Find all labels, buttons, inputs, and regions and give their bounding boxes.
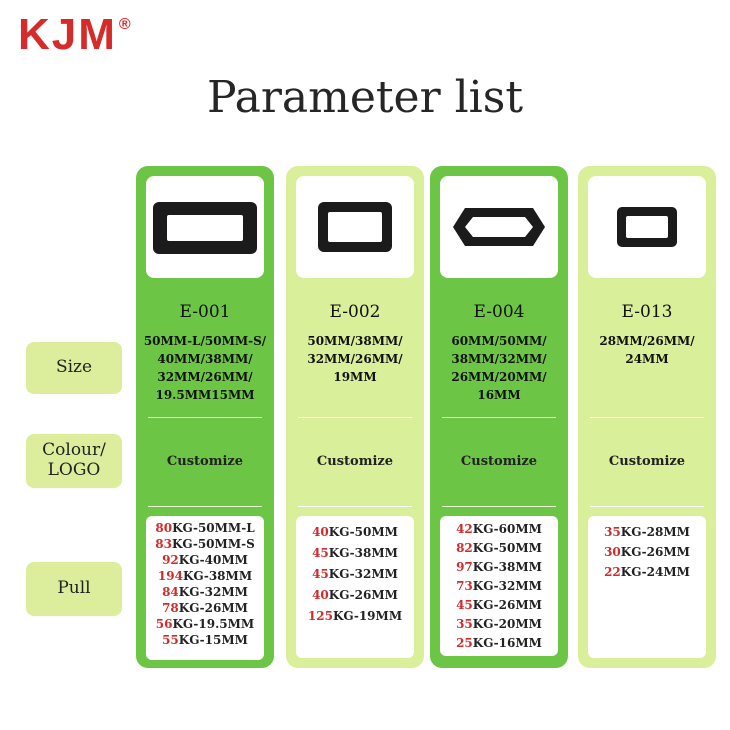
- pull-list: 40KG-50MM 45KG-38MM 45KG-32MM 40KG-26MM …: [296, 516, 414, 658]
- product-code: E-013: [621, 302, 673, 322]
- pull-row: 194KG-38MM: [157, 569, 253, 583]
- product-column-e002: E-002 50MM/38MM/ 32MM/26MM/ 19MM Customi…: [286, 166, 424, 668]
- pull-row: 22KG-24MM: [604, 565, 690, 579]
- pull-list: 42KG-60MM 82KG-50MM 97KG-38MM 73KG-32MM …: [440, 516, 558, 656]
- product-sizes: 28MM/26MM/ 24MM: [599, 334, 695, 366]
- product-image: [588, 176, 706, 278]
- colour-logo-value: Customize: [316, 454, 394, 469]
- divider: [442, 506, 556, 507]
- product-sizes: 60MM/50MM/ 38MM/32MM/ 26MM/20MM/ 16MM: [451, 334, 547, 402]
- pull-row: 56KG-19.5MM: [155, 617, 255, 631]
- pull-row: 78KG-26MM: [162, 601, 248, 615]
- pull-row: 40KG-26MM: [312, 588, 398, 602]
- divider: [590, 417, 704, 418]
- row-label-pull: Pull: [26, 562, 122, 616]
- row-label-colour-logo: Colour/ LOGO: [26, 434, 122, 488]
- product-code: E-002: [329, 302, 381, 322]
- product-code: E-004: [473, 302, 525, 322]
- buckle-icon: [453, 208, 545, 246]
- product-sizes: 50MM/38MM/ 32MM/26MM/ 19MM: [307, 334, 403, 384]
- buckle-icon: [617, 207, 677, 247]
- registered-mark: ®: [118, 16, 133, 34]
- product-image: [146, 176, 264, 278]
- pull-row: 35KG-28MM: [604, 525, 690, 539]
- pull-row: 42KG-60MM: [456, 522, 542, 536]
- product-column-e013: E-013 28MM/26MM/ 24MM Customize 35KG-28M…: [578, 166, 716, 668]
- divider: [298, 506, 412, 507]
- page-title: Parameter list: [206, 72, 524, 123]
- pull-row: 30KG-26MM: [604, 545, 690, 559]
- pull-list: 35KG-28MM 30KG-26MM 22KG-24MM: [588, 516, 706, 658]
- pull-row: 125KG-19MM: [307, 609, 403, 623]
- product-image: [440, 176, 558, 278]
- pull-row: 97KG-38MM: [456, 560, 542, 574]
- pull-row: 35KG-20MM: [456, 617, 542, 631]
- divider: [590, 506, 704, 507]
- pull-row: 84KG-32MM: [162, 585, 248, 599]
- divider: [442, 417, 556, 418]
- product-code: E-001: [179, 302, 231, 322]
- pull-row: 80KG-50MM-L: [155, 521, 255, 535]
- pull-row: 40KG-50MM: [312, 525, 398, 539]
- buckle-icon: [318, 202, 392, 252]
- pull-row: 45KG-38MM: [312, 546, 398, 560]
- pull-row: 83KG-50MM-S: [155, 537, 255, 551]
- pull-row: 73KG-32MM: [456, 579, 542, 593]
- brand-name: KJM: [18, 10, 117, 59]
- pull-list: 80KG-50MM-L 83KG-50MM-S 92KG-40MM 194KG-…: [146, 516, 264, 660]
- divider: [148, 417, 262, 418]
- colour-logo-value: Customize: [460, 454, 538, 469]
- divider: [298, 417, 412, 418]
- pull-row: 25KG-16MM: [456, 636, 542, 650]
- pull-row: 45KG-32MM: [312, 567, 398, 581]
- buckle-icon: [153, 202, 257, 254]
- row-label-size: Size: [26, 342, 122, 394]
- brand-logo: KJM®: [18, 10, 131, 60]
- pull-row: 82KG-50MM: [456, 541, 542, 555]
- product-sizes: 50MM-L/50MM-S/ 40MM/38MM/ 32MM/26MM/ 19.…: [143, 334, 267, 402]
- product-image: [296, 176, 414, 278]
- divider: [148, 506, 262, 507]
- colour-logo-value: Customize: [166, 454, 244, 469]
- product-column-e001: E-001 50MM-L/50MM-S/ 40MM/38MM/ 32MM/26M…: [136, 166, 274, 668]
- pull-row: 45KG-26MM: [456, 598, 542, 612]
- pull-row: 55KG-15MM: [162, 633, 248, 647]
- product-column-e004: E-004 60MM/50MM/ 38MM/32MM/ 26MM/20MM/ 1…: [430, 166, 568, 668]
- colour-logo-value: Customize: [608, 454, 686, 469]
- pull-row: 92KG-40MM: [162, 553, 248, 567]
